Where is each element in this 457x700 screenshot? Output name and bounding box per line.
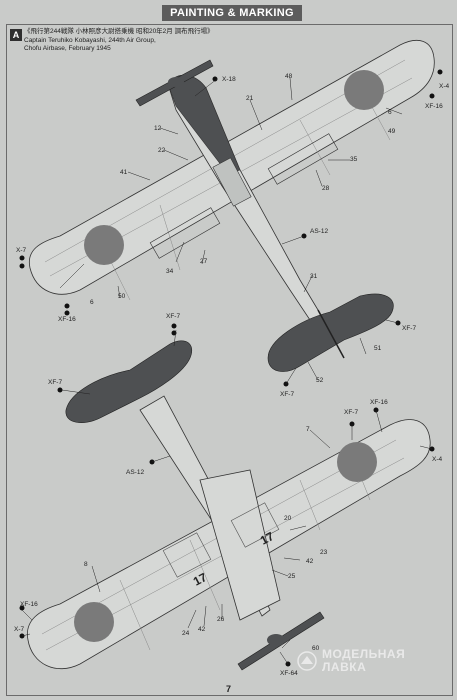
callout-26: 26 <box>217 616 225 623</box>
callout-xf16-top: XF-16 <box>425 103 443 110</box>
caption-japanese: 《飛行第244戦隊 小林照彦大尉搭乗機 昭和20年2月 調布飛行場》 <box>24 28 214 35</box>
callout-xf7-left: XF-7 <box>48 379 62 386</box>
callout-x18: X-18 <box>222 76 236 83</box>
callout-42-left: 42 <box>198 626 206 633</box>
caption-english-line1: Captain Teruhiko Kobayashi, 244th Air Gr… <box>24 36 156 44</box>
bottom-view-gear-bay-left <box>162 532 212 578</box>
tail-code-upper: 17 <box>258 529 277 548</box>
callout-51: 51 <box>374 345 382 352</box>
callout-x7-top: X-7 <box>16 247 27 254</box>
callout-31: 31 <box>310 273 318 280</box>
watermark-line1: МОДЕЛЬНАЯ <box>322 647 406 661</box>
callout-60: 60 <box>312 645 320 652</box>
top-view-aileron-right <box>267 133 339 185</box>
bottom-view-aircraft: 17 17 <box>27 340 431 671</box>
callout-22: 22 <box>158 147 166 154</box>
callout-labels: X-18 X-4 XF-16 48 21 6 49 12 22 35 41 28… <box>14 73 450 677</box>
callout-xf7-tail: XF-7 <box>280 391 294 398</box>
callout-xf64: XF-64 <box>280 670 298 677</box>
tail-code-lower: 17 <box>191 570 210 589</box>
top-view-rudder <box>317 309 345 359</box>
callout-xf16-bottom-left: XF-16 <box>20 601 38 608</box>
page-number: 7 <box>225 684 231 694</box>
bottom-view-fuselage-center <box>199 469 281 621</box>
bottom-view-gear-bay-right <box>230 502 280 548</box>
top-view-hinomaru-right <box>344 70 384 110</box>
top-view-spinner <box>168 77 184 87</box>
callout-41: 41 <box>120 169 128 176</box>
callout-xf7-bottom: XF-7 <box>344 409 358 416</box>
page-title: PAINTING & MARKING <box>162 5 302 21</box>
callout-lines <box>21 77 433 665</box>
bottom-view-hinomaru-right <box>337 442 377 482</box>
top-view-hinomaru-left <box>84 225 124 265</box>
callout-xf16-bottom: XF-16 <box>370 399 388 406</box>
callout-34: 34 <box>166 268 174 275</box>
callout-28: 28 <box>322 185 330 192</box>
callout-12: 12 <box>154 125 162 132</box>
bottom-view-tailplane <box>65 340 192 423</box>
top-view-aileron-left <box>149 207 221 259</box>
callout-24: 24 <box>182 630 190 637</box>
callout-48: 48 <box>285 73 293 80</box>
callout-25: 25 <box>288 573 296 580</box>
caption-english-line2: Chofu Airbase, February 1945 <box>24 45 111 52</box>
callout-23: 23 <box>320 549 328 556</box>
bottom-view-spinner <box>267 634 285 646</box>
callout-x4-bottom: X-4 <box>432 456 443 463</box>
callout-xf7-right: XF-7 <box>402 325 416 332</box>
callout-21: 21 <box>246 95 254 102</box>
callout-xf7-top-center: XF-7 <box>166 313 180 320</box>
callout-as12-top: AS-12 <box>310 228 328 235</box>
watermark-line2: ЛАВКА <box>322 660 367 674</box>
callout-6-bottom: 6 <box>90 299 94 306</box>
callout-6-top: 6 <box>388 109 392 116</box>
callout-50: 50 <box>118 293 126 300</box>
callout-35: 35 <box>350 156 358 163</box>
callout-7: 7 <box>306 426 310 433</box>
bottom-view-hinomaru-left <box>74 602 114 642</box>
section-frame <box>6 24 453 696</box>
callout-42-right: 42 <box>306 558 314 565</box>
callout-20: 20 <box>284 515 292 522</box>
watermark: МОДЕЛЬНАЯ ЛАВКА <box>322 648 405 674</box>
callout-52: 52 <box>316 377 324 384</box>
top-view-cockpit <box>212 157 252 207</box>
callout-8: 8 <box>84 561 88 568</box>
callout-49: 49 <box>388 128 396 135</box>
callout-x7-bottom: X-7 <box>14 626 25 633</box>
watermark-logo-icon <box>297 651 317 671</box>
callout-xf16-left: XF-16 <box>58 316 76 323</box>
marking-caption: 《飛行第244戦隊 小林照彦大尉搭乗機 昭和20年2月 調布飛行場》 Capta… <box>24 28 214 54</box>
callout-27: 27 <box>200 258 208 265</box>
callout-as12-bottom: AS-12 <box>126 469 144 476</box>
callout-x4-top: X-4 <box>439 83 450 90</box>
top-view-aircraft <box>28 40 435 372</box>
section-letter-badge: A <box>10 29 22 41</box>
